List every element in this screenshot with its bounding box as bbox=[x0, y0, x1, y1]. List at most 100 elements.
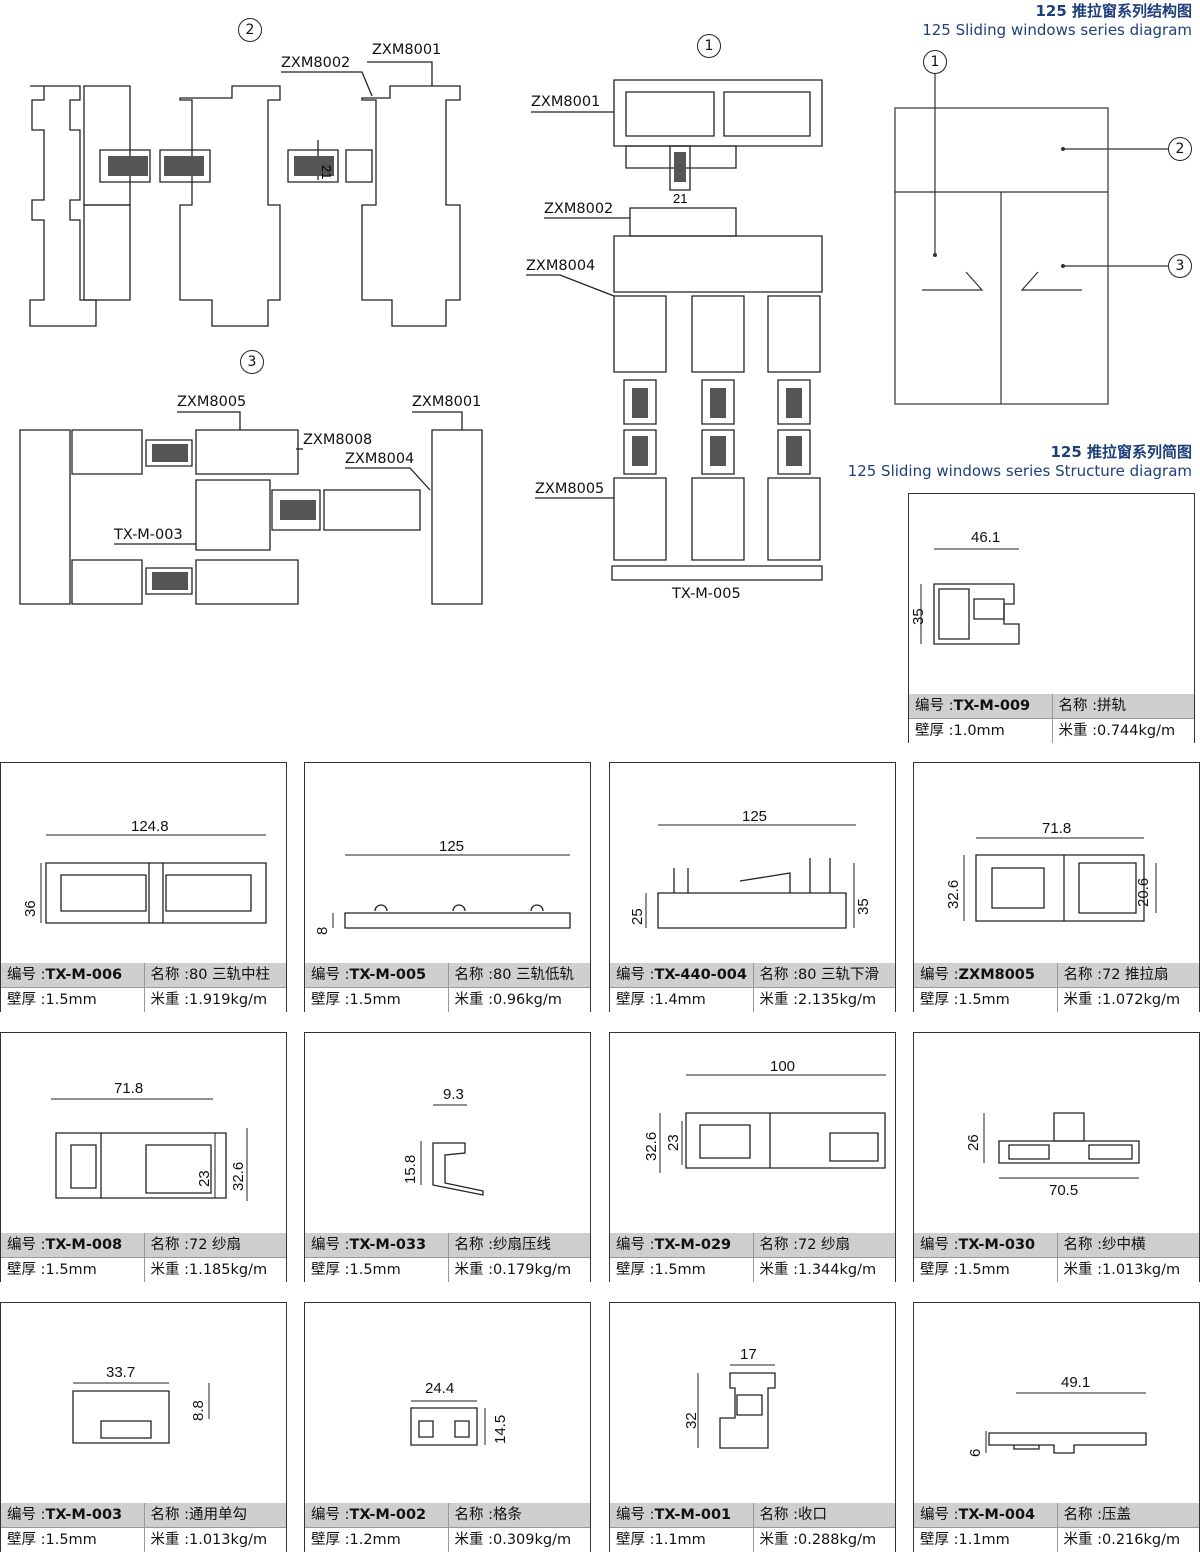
thickness-label: 壁厚 : bbox=[311, 992, 350, 1008]
profile-outline bbox=[55, 1132, 227, 1199]
profile-weight: 1.185kg/m bbox=[189, 1262, 268, 1278]
code-label: 编号 : bbox=[311, 967, 350, 983]
profile-outline bbox=[344, 912, 571, 929]
dimension-label: 125 bbox=[439, 838, 464, 855]
profile-drawing: 125 8 bbox=[314, 838, 571, 935]
name-label: 名称 : bbox=[1063, 967, 1103, 983]
profile-code: ZXM8005 bbox=[958, 967, 1035, 983]
profile-outline bbox=[418, 1420, 434, 1438]
thickness-cell: 壁厚 :1.5mm bbox=[1, 1258, 144, 1282]
code-cell: 编号 :TX-M-006 bbox=[1, 963, 144, 987]
profile-code: TX-M-009 bbox=[953, 698, 1031, 714]
profile-outline bbox=[657, 892, 847, 929]
weight-cell: 米重 :1.013kg/m bbox=[1056, 1258, 1200, 1282]
svg-text:21: 21 bbox=[319, 165, 334, 179]
label-zxm8001-s1: ZXM8001 bbox=[531, 94, 601, 110]
profile-outline bbox=[454, 1420, 470, 1438]
profile-weight: 1.013kg/m bbox=[189, 1532, 268, 1548]
thickness-label: 壁厚 : bbox=[920, 1262, 959, 1278]
weight-label: 米重 : bbox=[454, 992, 494, 1008]
weight-cell: 米重 :0.179kg/m bbox=[447, 1258, 591, 1282]
name-label: 名称 : bbox=[150, 967, 190, 983]
profile-code: TX-440-004 bbox=[654, 967, 747, 983]
weight-label: 米重 : bbox=[759, 992, 799, 1008]
profile-outline bbox=[374, 904, 388, 912]
name-cell: 名称 :格条 bbox=[447, 1503, 591, 1527]
section-1-drawing: 21 bbox=[526, 79, 823, 581]
thickness-cell: 壁厚 :1.5mm bbox=[305, 1258, 448, 1282]
profile-thickness: 1.1mm bbox=[654, 1532, 706, 1548]
weight-label: 米重 : bbox=[1063, 1262, 1103, 1278]
dimension-label: 6 bbox=[967, 1449, 984, 1457]
profile-name: 80 三轨下滑 bbox=[798, 967, 880, 983]
code-label: 编号 : bbox=[915, 698, 954, 714]
profile-outline bbox=[829, 1132, 879, 1162]
profile-code: TX-M-003 bbox=[45, 1507, 123, 1523]
label-txm003-s3: TX-M-003 bbox=[114, 527, 183, 543]
thickness-label: 壁厚 : bbox=[920, 992, 959, 1008]
dimension-label: 32.6 bbox=[945, 880, 962, 909]
thickness-cell: 壁厚 :1.5mm bbox=[1, 988, 144, 1012]
weight-cell: 米重 :0.96kg/m bbox=[447, 988, 591, 1012]
code-label: 编号 : bbox=[616, 967, 655, 983]
profile-outline bbox=[685, 1112, 886, 1169]
profile-weight: 1.919kg/m bbox=[189, 992, 268, 1008]
weight-label: 米重 : bbox=[1063, 1532, 1103, 1548]
profile-outline bbox=[998, 1140, 1140, 1164]
profile-name: 72 推拉扇 bbox=[1102, 967, 1169, 983]
profile-weight: 0.309kg/m bbox=[493, 1532, 572, 1548]
label-zxm8005-s1: ZXM8005 bbox=[535, 481, 605, 497]
profile-drawing: 124.836 bbox=[22, 818, 267, 924]
weight-cell: 米重 :0.744kg/m bbox=[1051, 719, 1195, 743]
thickness-cell: 壁厚 :1.2mm bbox=[305, 1528, 448, 1552]
profile-thickness: 1.2mm bbox=[349, 1532, 401, 1548]
profile-weight: 0.744kg/m bbox=[1097, 723, 1176, 739]
profile-outline bbox=[739, 872, 791, 893]
weight-cell: 米重 :1.013kg/m bbox=[143, 1528, 287, 1552]
thickness-cell: 壁厚 :1.5mm bbox=[914, 988, 1057, 1012]
profile-weight: 2.135kg/m bbox=[798, 992, 877, 1008]
profile-name: 纱中横 bbox=[1102, 1237, 1146, 1253]
dimension-label: 8.8 bbox=[190, 1400, 207, 1421]
thickness-label: 壁厚 : bbox=[616, 1532, 655, 1548]
thickness-label: 壁厚 : bbox=[7, 1262, 46, 1278]
profile-code: TX-M-029 bbox=[654, 1237, 732, 1253]
dimension-label: 14.5 bbox=[492, 1415, 509, 1444]
elevation-marker-2: 2 bbox=[1168, 137, 1192, 161]
thickness-cell: 壁厚 :1.1mm bbox=[914, 1528, 1057, 1552]
dimension-label: 32.6 bbox=[643, 1132, 660, 1161]
profile-drawing: 33.78.8 bbox=[72, 1364, 210, 1444]
profile-outline bbox=[100, 1420, 152, 1439]
profile-code: TX-M-033 bbox=[349, 1237, 427, 1253]
code-label: 编号 : bbox=[311, 1507, 350, 1523]
code-cell: 编号 :TX-M-003 bbox=[1, 1503, 144, 1527]
simple-title-en: 125 Sliding windows series Structure dia… bbox=[847, 462, 1192, 480]
profile-outline bbox=[975, 854, 1145, 922]
profile-weight: 1.013kg/m bbox=[1102, 1262, 1181, 1278]
profile-name: 80 三轨低轨 bbox=[493, 967, 575, 983]
profile-weight: 0.216kg/m bbox=[1102, 1532, 1181, 1548]
dimension-label: 32.6 bbox=[230, 1162, 247, 1191]
section-marker-1: 1 bbox=[697, 34, 721, 58]
dimension-label: 36 bbox=[22, 900, 39, 917]
thickness-label: 壁厚 : bbox=[915, 723, 954, 739]
thickness-label: 壁厚 : bbox=[920, 1532, 959, 1548]
dimension-label: 8 bbox=[314, 927, 331, 935]
code-cell: 编号 :TX-M-030 bbox=[914, 1233, 1057, 1257]
code-cell: 编号 :TX-M-029 bbox=[610, 1233, 753, 1257]
profile-outline bbox=[933, 583, 1020, 645]
label-txm005-s1: TX-M-005 bbox=[672, 586, 741, 602]
profile-thickness: 1.1mm bbox=[958, 1532, 1010, 1548]
profile-outline bbox=[736, 1394, 763, 1416]
name-cell: 名称 :通用单勾 bbox=[143, 1503, 287, 1527]
profile-name: 72 纱扇 bbox=[798, 1237, 851, 1253]
code-cell: 编号 :TX-M-005 bbox=[305, 963, 448, 987]
weight-label: 米重 : bbox=[1063, 992, 1103, 1008]
